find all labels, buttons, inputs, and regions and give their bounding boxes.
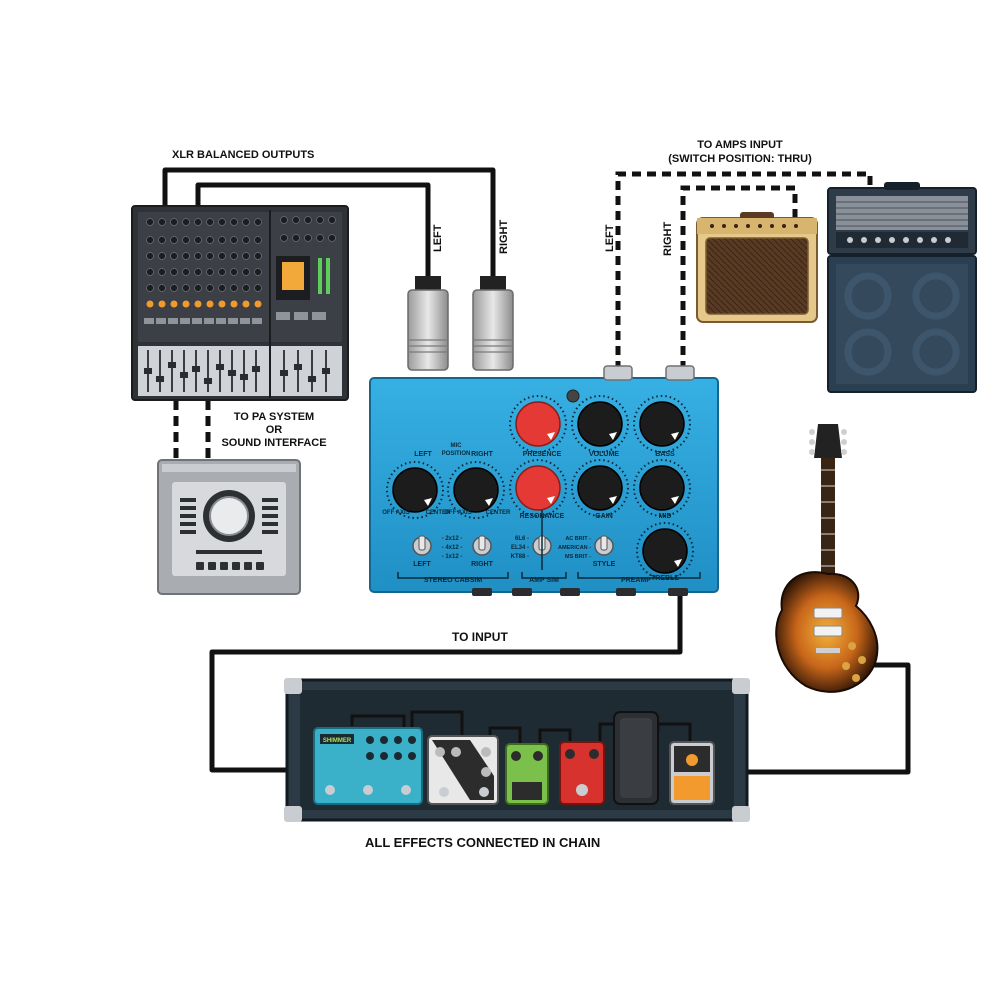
mid-label: MID [659,513,672,520]
cab-4x12-label: - 4x12 - [442,545,463,551]
tube-6l6-label: 6L6 - [515,536,529,542]
presence-label: PRESENCE [523,451,562,458]
center-label-2: CENTER [486,510,511,516]
style-american-label: AMERICAN - [558,545,591,551]
amp-right-label: RIGHT [662,221,674,256]
guitar-icon [775,424,879,693]
mixer-icon [131,205,349,401]
to-pa-line-2: OR [265,424,283,436]
style-label: STYLE [593,561,616,568]
xlr-right-label: RIGHT [498,219,510,254]
input-cable [209,592,683,773]
pedalboard-icon [284,678,750,822]
tube-el34-label: EL34 - [511,545,529,551]
cab-1x12-label: - 1x12 - [442,554,463,560]
treble-label: TREBLE [651,575,679,582]
off-axis-label-2: OFF AXIS [444,510,471,516]
volume-label: VOLUME [589,451,619,458]
amp-left-label: LEFT [604,224,616,253]
style-ms-label: MS BRIT - [565,554,591,560]
to-input-label: TO INPUT [452,630,508,644]
center-label-1: CENTER [426,510,451,516]
combo-amp-icon [696,212,818,323]
xlr-left-label: LEFT [432,224,444,253]
to-pa-line-1: TO PA SYSTEM [233,411,315,423]
mic-position-label-2: POSITION [442,451,471,457]
mic-left-label: LEFT [414,451,432,458]
stereo-cabsim-label: STEREO CABSIM [424,577,483,584]
amp-cable-left [615,171,873,370]
to-pa-title: TO PA SYSTEM OR SOUND INTERFACE [214,411,334,450]
style-ac-label: AC BRIT - [565,536,591,542]
mic-position-label-1: MIC [451,443,463,449]
off-axis-label-1: OFF AXIS [382,510,409,516]
switch-left-label: LEFT [413,561,431,568]
amp-sim-label: AMP SIM [529,577,559,584]
xlr-cable-left [162,167,496,282]
cab-2x12-label: - 2x12 - [442,536,463,542]
cables [162,167,911,775]
to-amps-title: TO AMPS INPUT (SWITCH POSITION: THRU) [610,138,870,166]
audio-interface-icon [157,459,301,595]
all-effects-label: ALL EFFECTS CONNECTED IN CHAIN [365,835,601,850]
xlr-outputs-label: XLR BALANCED OUTPUTS [172,149,315,161]
pa-cables [173,400,211,462]
tube-kt88-label: KT88 - [511,554,529,560]
resonance-label: RESONANCE [520,513,565,520]
guitar-cable [742,662,911,775]
amp-stack-icon [827,182,977,393]
to-amps-line-2: (SWITCH POSITION: THRU) [668,153,812,165]
preamp-label: PREAMP [621,577,651,584]
to-pa-line-3: SOUND INTERFACE [221,437,327,449]
shimmer-display-label: SHIMMER [323,738,352,744]
mic-right-label: RIGHT [471,451,494,458]
to-amps-line-1: TO AMPS INPUT [697,139,783,151]
amp-cables [615,171,873,370]
switch-right-label: RIGHT [471,561,494,568]
xlr-connector-icon [407,276,514,371]
amp-sim-pedal-icon: MIC POSITION LEFT RIGHT OFF AXIS CENTER … [323,365,719,744]
xlr-cable-right [195,182,431,282]
amp-cable-right [680,185,798,370]
gain-label: GAIN [595,513,613,520]
bass-label: BASS [655,451,675,458]
